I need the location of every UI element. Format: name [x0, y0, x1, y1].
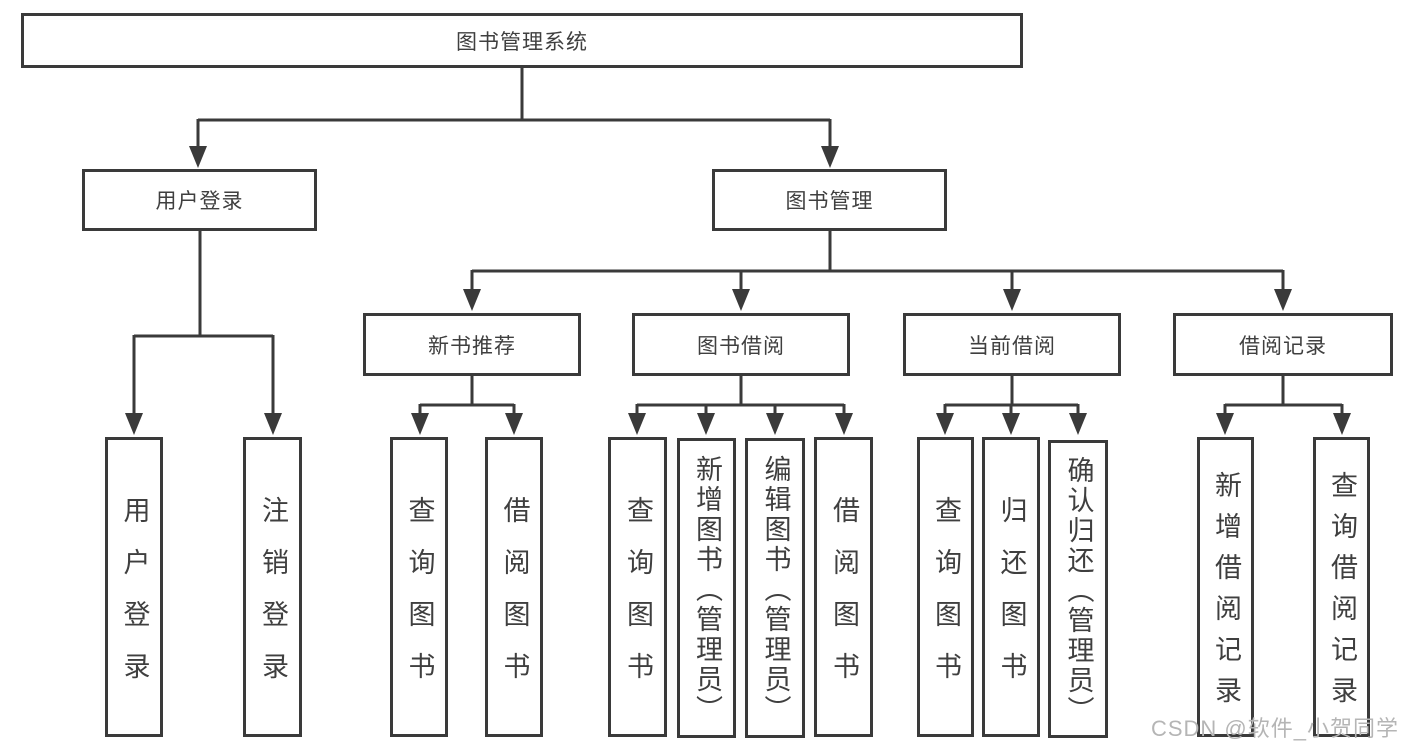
node-label: 归还图书 [996, 495, 1027, 704]
node-label: 查询图书 [623, 495, 653, 704]
node-add-books-admin: 新增图书（管理员） [677, 438, 736, 738]
node-label: 用户登录 [119, 495, 150, 704]
node-query-borrow-record: 查询借阅记录 [1313, 437, 1370, 737]
node-label: 借阅记录 [1239, 334, 1327, 358]
node-label: 用户登录 [155, 190, 244, 213]
node-label: 新书推荐 [428, 334, 516, 358]
node-label: 图书借阅 [697, 334, 785, 358]
node-label: 注销登录 [258, 495, 288, 704]
node-user-login-leaf: 用户登录 [105, 437, 163, 737]
node-label: 当前借阅 [968, 334, 1056, 358]
node-label: 确认归还（管理员） [1063, 455, 1094, 726]
node-borrowing-records: 借阅记录 [1173, 313, 1393, 376]
node-new-book-recommend: 新书推荐 [363, 313, 581, 376]
node-book-borrowing: 图书借阅 [632, 313, 850, 376]
node-add-borrow-record: 新增借阅记录 [1197, 437, 1254, 737]
node-query-books-borrowing: 查询图书 [608, 437, 667, 737]
node-return-books: 归还图书 [982, 437, 1040, 737]
csdn-watermark: CSDN @软件_小贺同学 [1150, 716, 1399, 741]
node-label: 新增图书（管理员） [692, 454, 722, 725]
node-label: 新增借阅记录 [1211, 471, 1241, 717]
node-library-management-system: 图书管理系统 [21, 13, 1023, 68]
node-label: 查询借阅记录 [1327, 471, 1357, 717]
node-label: 查询图书 [404, 495, 435, 704]
node-logout: 注销登录 [243, 437, 302, 737]
node-borrow-books-recommend: 借阅图书 [485, 437, 543, 737]
node-label: 查询图书 [931, 495, 961, 704]
node-current-borrowing: 当前借阅 [903, 313, 1121, 376]
node-query-books-current: 查询图书 [917, 437, 974, 737]
node-user-login: 用户登录 [82, 169, 317, 231]
node-label: 借阅图书 [829, 495, 859, 704]
node-borrow-books-leaf: 借阅图书 [814, 437, 873, 737]
node-label: 借阅图书 [499, 495, 530, 704]
node-label: 图书管理系统 [456, 30, 588, 54]
node-confirm-return-admin: 确认归还（管理员） [1048, 440, 1108, 738]
node-label: 编辑图书（管理员） [760, 454, 791, 725]
node-label: 图书管理 [785, 190, 874, 213]
node-query-books-recommend: 查询图书 [390, 437, 448, 737]
node-book-management: 图书管理 [712, 169, 947, 231]
node-edit-books-admin: 编辑图书（管理员） [745, 438, 805, 738]
